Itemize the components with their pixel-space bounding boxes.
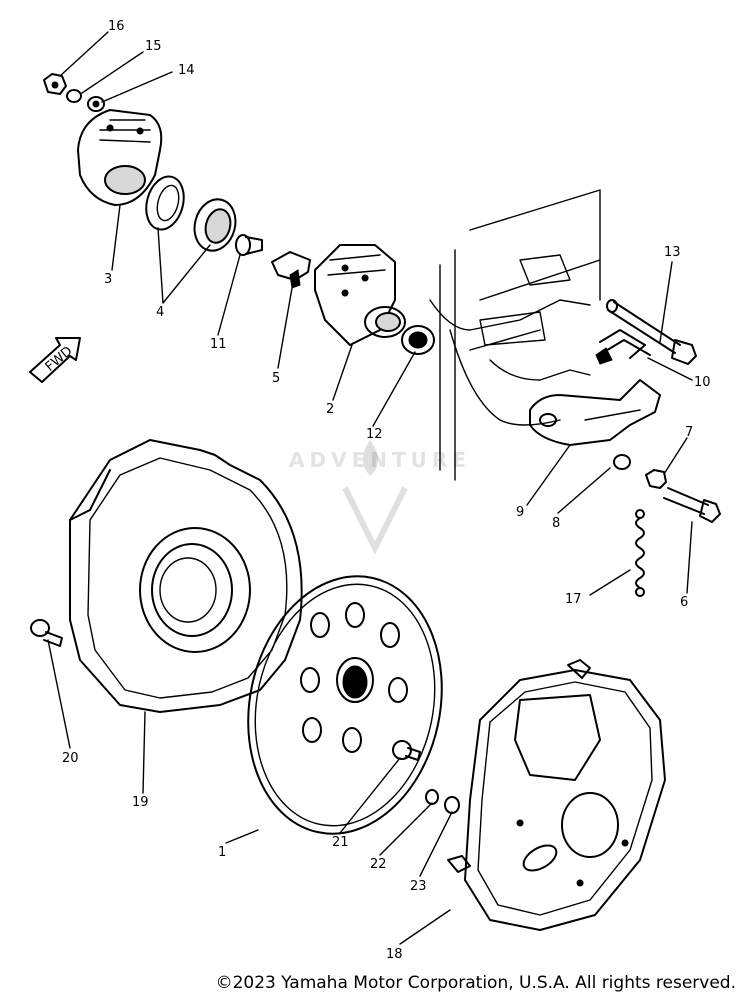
fwd-direction-arrow: FWD [29, 337, 81, 383]
part-labels: 16 15 14 3 4 11 5 2 12 13 10 7 8 9 6 17 … [62, 19, 711, 962]
watermark-emblem [342, 440, 408, 555]
label-10: 10 [694, 375, 711, 390]
parts-21-22-23-fasteners [392, 740, 460, 814]
copyright-notice: ©2023 Yamaha Motor Corporation, U.S.A. A… [215, 973, 736, 993]
part-2-housing [314, 244, 406, 346]
label-2: 2 [326, 402, 334, 417]
part-12-bearing [401, 325, 435, 355]
part-3-cap-cover [77, 109, 163, 206]
label-20: 20 [62, 751, 79, 766]
part-17-spring [635, 509, 645, 597]
label-6: 6 [680, 595, 688, 610]
label-21: 21 [332, 835, 349, 850]
parts-14-15-16-fasteners [43, 73, 105, 112]
label-22: 22 [370, 857, 387, 872]
part-1-flywheel [247, 575, 443, 835]
part-10-clip [595, 329, 651, 365]
label-11: 11 [210, 337, 227, 352]
leader-lines [47, 31, 693, 945]
label-14: 14 [178, 63, 195, 78]
label-4: 4 [156, 305, 164, 320]
label-16: 16 [108, 19, 125, 34]
part-11-pin [235, 234, 263, 256]
label-17: 17 [565, 592, 582, 607]
engine-case-outline [429, 189, 601, 481]
part-4-seals [145, 175, 237, 252]
label-9: 9 [516, 505, 524, 520]
label-7: 7 [685, 425, 693, 440]
label-19: 19 [132, 795, 149, 810]
fwd-label: FWD [43, 344, 76, 375]
label-8: 8 [552, 516, 560, 531]
part-9-lever [529, 379, 661, 446]
label-5: 5 [272, 371, 280, 386]
label-15: 15 [145, 39, 162, 54]
part-19-shroud [69, 439, 303, 713]
label-1: 1 [218, 845, 226, 860]
part-5-cam [271, 251, 311, 289]
label-23: 23 [410, 879, 427, 894]
part-20-screw [30, 619, 63, 647]
label-13: 13 [664, 245, 681, 260]
part-18-outer-cover [447, 659, 666, 931]
parts-6-7-8-fasteners [613, 454, 721, 523]
label-12: 12 [366, 427, 383, 442]
watermark-text: ADVENTURE [289, 448, 471, 472]
label-3: 3 [104, 272, 112, 287]
label-18: 18 [386, 947, 403, 962]
part-13-bolt [606, 299, 697, 365]
